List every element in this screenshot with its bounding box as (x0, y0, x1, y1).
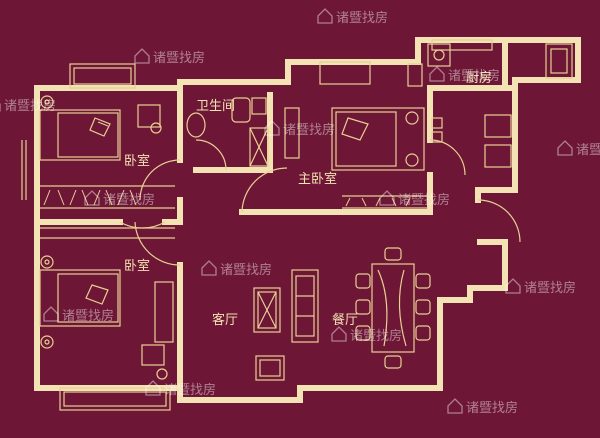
watermark-text: 诸暨找房 (283, 122, 335, 138)
house-logo-icon (557, 140, 573, 156)
watermark-text: 诸暨找房 (524, 280, 576, 296)
outer-walls (34, 37, 581, 403)
room-labels: 卧室 卫生间 主卧室 厨房 卧室 客厅 餐厅 (124, 70, 492, 328)
doors (119, 139, 521, 266)
house-logo-icon (264, 120, 280, 136)
house-logo-icon (84, 190, 100, 206)
bathroom-furniture (186, 97, 269, 167)
label-living-room: 客厅 (212, 312, 238, 328)
watermark-text: 诸暨找房 (336, 10, 388, 26)
label-master-bedroom: 主卧室 (298, 171, 337, 187)
windows (21, 39, 493, 411)
label-dining-room: 餐厅 (332, 312, 358, 328)
house-logo-icon (429, 66, 445, 82)
interior-walls (34, 85, 518, 391)
watermark-text: 诸暨找房 (466, 400, 518, 416)
watermarks: 诸暨找房 诸暨找房 诸暨找房 诸暨找房 诸暨找房 诸暨找房 诸暨找房 诸暨找房 (0, 8, 600, 416)
house-logo-icon (331, 326, 347, 342)
label-bathroom: 卫生间 (196, 99, 235, 114)
house-logo-icon (379, 190, 395, 206)
watermark-text: 诸暨找房 (4, 98, 56, 114)
kitchen-furniture (407, 43, 573, 168)
watermark-text: 诸暨找房 (350, 328, 402, 344)
house-logo-icon (317, 8, 333, 24)
bedroom-bottom-furniture (39, 227, 175, 380)
watermark-text: 诸暨找房 (62, 308, 114, 324)
label-bedroom-top: 卧室 (124, 153, 150, 169)
watermark-text: 诸暨找房 (103, 192, 155, 208)
house-logo-icon (505, 278, 521, 294)
label-kitchen: 厨房 (466, 70, 492, 86)
watermark-text: 诸暨找房 (448, 68, 500, 84)
watermark-text: 诸暨找房 (164, 382, 216, 398)
house-logo-icon (145, 380, 161, 396)
living-room-furniture (253, 269, 319, 381)
house-logo-icon (201, 260, 217, 276)
watermark-text: 诸暨找房 (153, 50, 205, 66)
watermark-text: 诸暨找房 (220, 262, 272, 278)
house-logo-icon (43, 306, 59, 322)
label-bedroom-bottom: 卧室 (124, 258, 150, 274)
dining-furniture (355, 247, 431, 369)
house-logo-icon (447, 398, 463, 414)
watermark-text: 诸暨找房 (576, 142, 600, 158)
house-logo-icon (134, 48, 150, 64)
master-bedroom-furniture (284, 107, 428, 209)
bedroom-top-furniture (39, 95, 175, 209)
watermark-text: 诸暨找房 (398, 192, 450, 208)
